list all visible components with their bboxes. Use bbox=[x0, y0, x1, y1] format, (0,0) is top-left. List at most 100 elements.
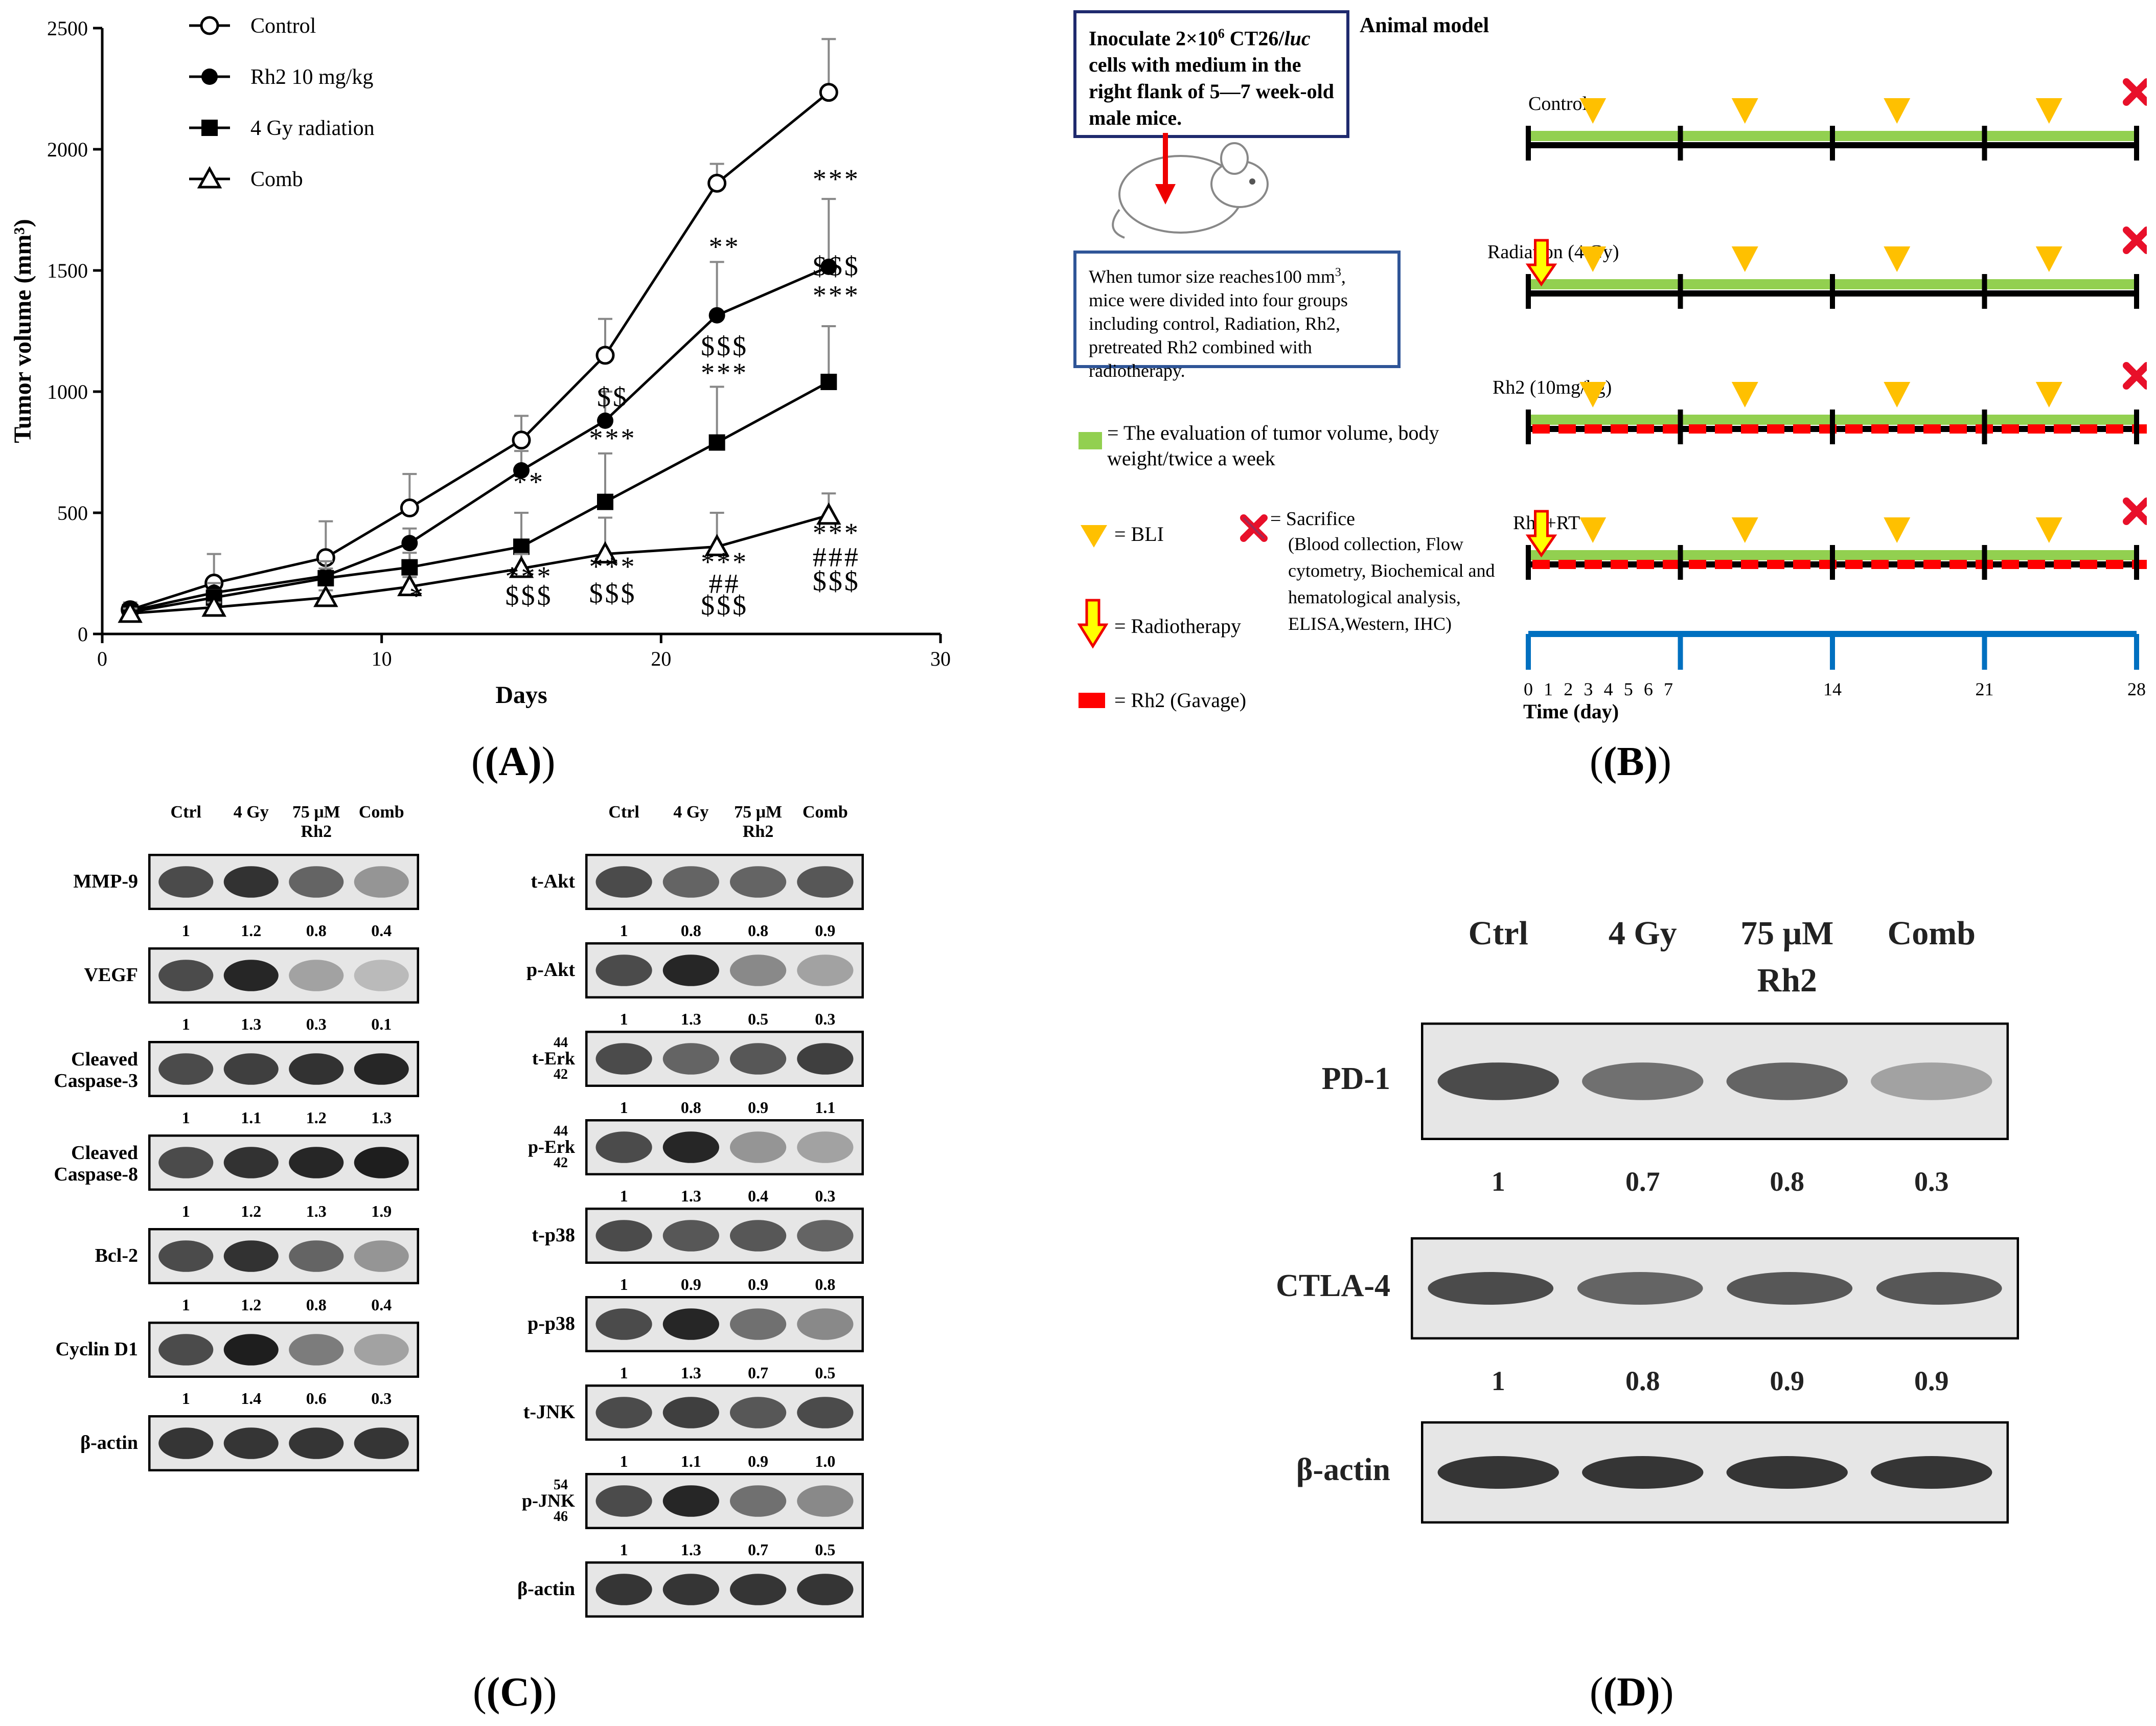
blot-band bbox=[730, 866, 787, 898]
rh2-dose bbox=[1532, 424, 1550, 434]
blot-band bbox=[289, 1427, 344, 1459]
blot-band bbox=[289, 1053, 344, 1085]
densitometry-value: 0.8 bbox=[815, 1275, 836, 1293]
blot-band bbox=[223, 1053, 279, 1085]
protein-label: β-actin bbox=[1296, 1452, 1390, 1487]
bli-marker bbox=[2035, 98, 2062, 124]
bli-marker bbox=[1579, 246, 1607, 272]
significance-marker: *** bbox=[701, 357, 748, 388]
inoculate-luc: luc bbox=[1284, 27, 1311, 50]
blot-band bbox=[595, 1308, 652, 1340]
rh2-dose bbox=[1845, 560, 1863, 569]
protein-label-line: t-p38 bbox=[532, 1224, 575, 1246]
blot-band bbox=[797, 955, 854, 986]
blot-band bbox=[223, 866, 279, 898]
protein-label-line: MMP-9 bbox=[73, 871, 138, 892]
blot-band bbox=[158, 960, 214, 991]
densitometry-value: 1.4 bbox=[241, 1389, 262, 1407]
y-tick-label: 0 bbox=[78, 623, 88, 646]
inoculate-text-pre: Inoculate 2×10 bbox=[1089, 27, 1218, 50]
protein-label: Cyclin D1 bbox=[20, 1338, 139, 1360]
blot-strip-3 bbox=[585, 1119, 864, 1175]
panel-label-d: ((D)) bbox=[1590, 1670, 1674, 1715]
blot-band bbox=[1582, 1456, 1704, 1489]
radiotherapy-marker bbox=[1525, 510, 1557, 558]
y-tick-label: 500 bbox=[57, 502, 88, 525]
blot-strip-6 bbox=[585, 1384, 864, 1441]
protein-label-line: Cleaved bbox=[71, 1049, 138, 1070]
bli-marker bbox=[1731, 517, 1758, 543]
rh2-dose bbox=[1949, 424, 1967, 434]
densitometry-value: 1 bbox=[1491, 1366, 1505, 1396]
protein-label: β-actin bbox=[20, 1432, 138, 1454]
blot-band bbox=[289, 1147, 344, 1178]
lane-header-line: Rh2 bbox=[742, 822, 774, 841]
blot-band bbox=[354, 960, 409, 991]
densitometry-value: 0.7 bbox=[748, 1364, 769, 1382]
time-tick-label: 6 bbox=[1644, 679, 1653, 699]
blot-strip-0 bbox=[1421, 1023, 2009, 1140]
legend-sac-body: (Blood collection, Flow cytometry, Bioch… bbox=[1288, 534, 1495, 634]
blot-strip-2 bbox=[1421, 1421, 2009, 1524]
blot-strip-4 bbox=[148, 1228, 419, 1284]
divide-text-rest: , mice were divided into four groups inc… bbox=[1089, 266, 1348, 381]
panel-d-letter: (D) bbox=[1603, 1670, 1660, 1715]
series-2 bbox=[122, 325, 837, 621]
legend-eval-swatch bbox=[1079, 432, 1102, 449]
protein-label-line: t-JNK bbox=[523, 1401, 575, 1423]
blot-strip-1 bbox=[1411, 1237, 2019, 1339]
blot-strip-8 bbox=[585, 1561, 864, 1618]
densitometry-value: 1.3 bbox=[241, 1015, 262, 1033]
data-point bbox=[509, 555, 534, 578]
blot-band bbox=[797, 1397, 854, 1428]
rh2-dose bbox=[1741, 424, 1758, 434]
blot-band bbox=[289, 866, 344, 898]
lane-header-line: Rh2 bbox=[301, 822, 332, 841]
panel-c-letter: (C) bbox=[486, 1670, 543, 1715]
lane-header: Ctrl bbox=[1421, 910, 1575, 957]
densitometry-value: 1 bbox=[181, 1202, 190, 1220]
significance-marker: *** bbox=[813, 164, 860, 194]
inoculate-text-mid: CT26/ bbox=[1224, 27, 1285, 50]
blot-band bbox=[158, 1147, 214, 1178]
time-tick-label: 14 bbox=[1823, 679, 1842, 699]
densitometry-value: 1.3 bbox=[680, 1540, 701, 1559]
significance-marker: ## bbox=[709, 568, 741, 599]
significance-marker: ** bbox=[709, 232, 741, 262]
blot-band bbox=[354, 1334, 409, 1366]
bli-marker bbox=[1731, 246, 1758, 272]
data-point bbox=[401, 559, 418, 576]
densitometry-value: 1 bbox=[181, 1108, 190, 1127]
densitometry-value: 0.5 bbox=[815, 1540, 836, 1559]
densitometry-value: 0.9 bbox=[748, 1098, 769, 1117]
protein-label-line: p-JNK bbox=[521, 1490, 575, 1511]
lane-header-line: Comb bbox=[1887, 915, 1976, 952]
rh2-dose bbox=[2080, 560, 2097, 569]
blot-band bbox=[595, 1397, 652, 1428]
data-point bbox=[592, 541, 618, 564]
lane-header: 4 Gy bbox=[210, 803, 292, 822]
series-3 bbox=[118, 492, 841, 623]
rh2-dose bbox=[1923, 560, 1941, 569]
densitometry-value: 0.3 bbox=[1914, 1166, 1949, 1197]
densitometry-value: 1 bbox=[620, 1010, 628, 1028]
kda-marker: 44 bbox=[554, 1123, 568, 1139]
x-tick-label: 20 bbox=[651, 647, 671, 670]
densitometry-value: 1.0 bbox=[815, 1452, 836, 1470]
rh2-dose bbox=[1923, 424, 1941, 434]
y-tick-label: 2500 bbox=[47, 17, 88, 40]
legend-label: Rh2 10 mg/kg bbox=[250, 65, 373, 89]
rh2-dose bbox=[1715, 560, 1732, 569]
protein-label: t-Erk bbox=[440, 1048, 575, 1069]
blot-band bbox=[662, 1131, 719, 1163]
densitometry-value: 1 bbox=[181, 921, 190, 940]
densitometry-value: 1 bbox=[620, 1540, 628, 1559]
bli-marker bbox=[1731, 98, 1758, 124]
panel-label-c: ((C)) bbox=[473, 1670, 557, 1715]
blot-band bbox=[158, 1053, 214, 1085]
lane-header: Comb bbox=[340, 803, 422, 822]
densitometry-value: 1.3 bbox=[371, 1108, 392, 1127]
densitometry-value: 0.9 bbox=[680, 1275, 701, 1293]
